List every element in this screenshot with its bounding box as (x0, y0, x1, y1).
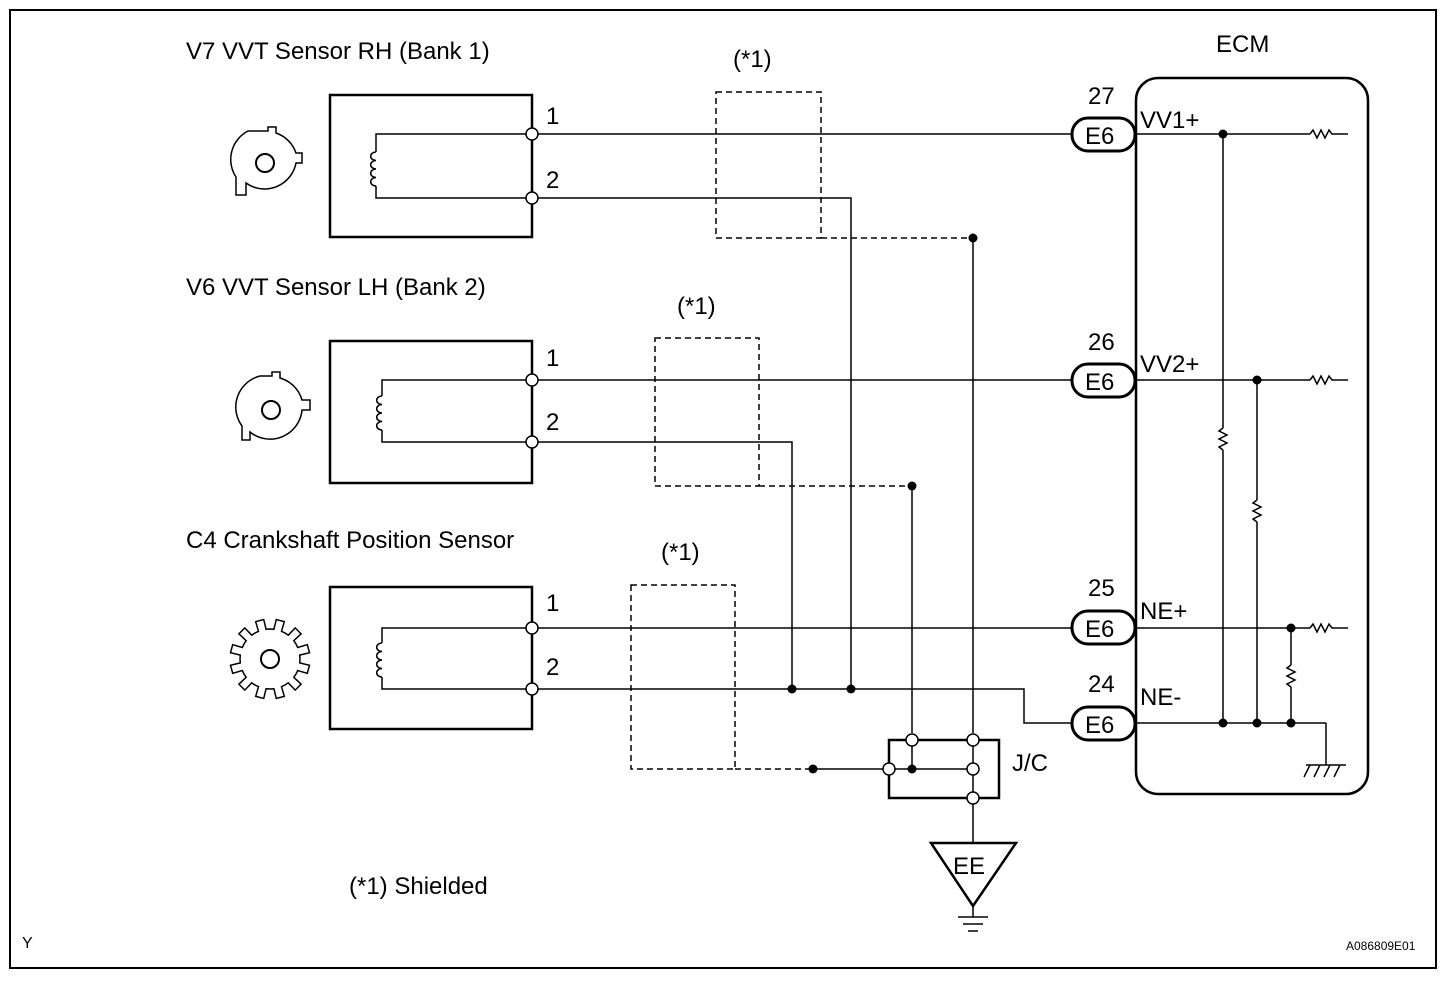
sensor-title: V7 VVT Sensor RH (Bank 1) (186, 38, 490, 65)
sensor-box (328, 585, 534, 731)
signal-wires (538, 133, 1072, 724)
ecm-pin-25: 25 E6 NE+ (1070, 575, 1187, 646)
junction-label: J/C (1012, 750, 1048, 777)
connector-label: E6 (1085, 616, 1114, 643)
pin1-terminal (525, 127, 539, 141)
pin2-label: 2 (546, 409, 559, 436)
pin1-label: 1 (546, 345, 559, 372)
shield-label: (*1) (733, 46, 772, 73)
ecm-pin-26: 26 E6 VV2+ (1070, 329, 1199, 399)
pin2-terminal (525, 191, 539, 205)
diagram-frame (9, 9, 1437, 969)
sensor-title: V6 VVT Sensor LH (Bank 2) (186, 274, 486, 301)
reluctor-wheel-icon (235, 371, 311, 441)
ecm-pin-27: 27 E6 VV1+ (1070, 83, 1199, 153)
coil-icon (370, 151, 377, 187)
figure-id: A086809E01 (1346, 939, 1416, 953)
pin1-label: 1 (546, 103, 559, 130)
reluctor-wheel-icon (229, 126, 303, 196)
pin-number: 27 (1088, 83, 1115, 110)
connector-label: E6 (1085, 123, 1114, 150)
pin2-terminal (525, 682, 539, 696)
shield-label: (*1) (661, 539, 700, 566)
pin-number: 26 (1088, 329, 1115, 356)
corner-mark: Y (22, 935, 33, 952)
ecm-internal-circuit (1135, 128, 1348, 778)
ecm-pin-24: 24 E6 NE- (1070, 671, 1181, 742)
coil-wire (375, 133, 532, 199)
connector-label: E6 (1085, 369, 1114, 396)
pin-number: 25 (1088, 575, 1115, 602)
shield-box (715, 91, 822, 239)
ecm-title: ECM (1216, 31, 1269, 58)
ecm-unit: ECM 27 E6 VV1+ 26 E6 VV2+ 25 E6 NE+ 24 E… (1070, 31, 1370, 796)
sensor-box (328, 339, 534, 485)
coil-wire (381, 379, 532, 443)
pin1-terminal (525, 373, 539, 387)
pin2-terminal (525, 435, 539, 449)
signal-label: NE- (1140, 684, 1181, 711)
crank-gear-icon (229, 618, 311, 700)
junction-connector: J/C (882, 733, 1048, 805)
sensor-v7-vvt-rh: V7 VVT Sensor RH (Bank 1) 1 2 (*1) (186, 38, 822, 239)
coil-icon (376, 395, 383, 431)
shield-drain-wires (735, 233, 978, 774)
coil-icon (376, 642, 383, 678)
ground-ee: EE (928, 804, 1019, 932)
signal-label: VV2+ (1140, 351, 1199, 378)
sensor-box (328, 93, 534, 239)
sensor-v6-vvt-lh: V6 VVT Sensor LH (Bank 2) 1 2 (*1) (186, 274, 760, 487)
coil-wire (381, 627, 532, 690)
signal-label: VV1+ (1140, 107, 1199, 134)
pin2-label: 2 (546, 654, 559, 681)
shield-label: (*1) (677, 293, 716, 320)
pin-number: 24 (1088, 671, 1115, 698)
signal-label: NE+ (1140, 598, 1187, 625)
connector-label: E6 (1085, 712, 1114, 739)
pin1-terminal (525, 621, 539, 635)
sensor-c4-crankshaft: C4 Crankshaft Position Sensor 1 2 (*1) (186, 527, 736, 770)
ground-label: EE (953, 853, 985, 880)
shield-box (654, 337, 760, 487)
pin1-label: 1 (546, 590, 559, 617)
pin2-label: 2 (546, 167, 559, 194)
sensor-title: C4 Crankshaft Position Sensor (186, 527, 514, 554)
shield-box (630, 584, 736, 770)
shielded-legend: (*1) Shielded (349, 873, 488, 900)
